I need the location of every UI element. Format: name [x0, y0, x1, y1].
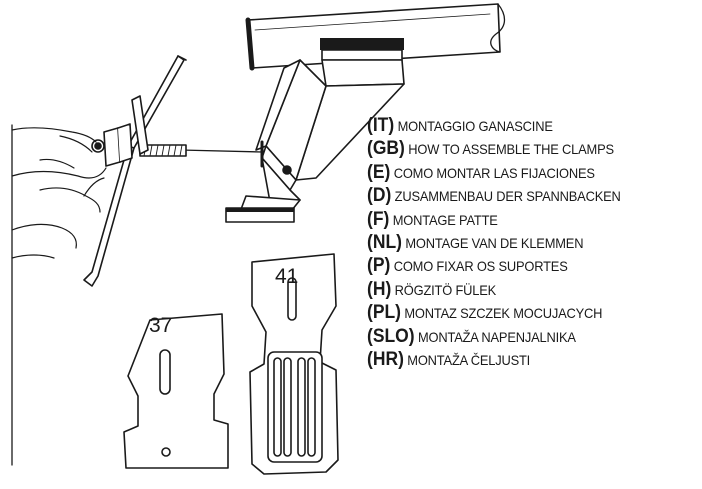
- guide-bar: [245, 3, 506, 71]
- legend-item-nl: (NL) MONTAGE VAN DE KLEMMEN: [367, 231, 675, 254]
- legend-code: (P): [367, 255, 391, 277]
- legend-text: COMO MONTAR LAS FIJACIONES: [393, 164, 595, 181]
- legend-code: (NL): [367, 231, 402, 253]
- legend-item-pl: (PL) MONTAZ SZCZEK MOCUJACYCH: [367, 301, 675, 324]
- legend-item-f: (F) MONTAGE PATTE: [367, 208, 675, 231]
- allen-key: [83, 55, 187, 287]
- legend-item-slo: (SLO) MONTAŽA NAPENJALNIKA: [367, 325, 675, 348]
- clamp-part-41: [249, 253, 339, 475]
- legend-code: (SLO): [367, 325, 415, 347]
- legend-code: (H): [367, 278, 392, 300]
- legend-text: MONTAZ SZCZEK MOCUJACYCH: [404, 305, 603, 322]
- legend-item-p: (P) COMO FIXAR OS SUPORTES: [367, 254, 675, 277]
- legend-text: HOW TO ASSEMBLE THE CLAMPS: [408, 141, 614, 158]
- legend-code: (D): [367, 185, 392, 207]
- legend-code: (PL): [367, 302, 401, 324]
- legend-text: MONTAŽA NAPENJALNIKA: [417, 328, 576, 345]
- legend-code: (IT): [367, 115, 395, 136]
- legend-code: (F): [367, 208, 390, 230]
- legend-text: COMO FIXAR OS SUPORTES: [393, 258, 568, 275]
- legend-text: ZUSAMMENBAU DER SPANNBACKEN: [394, 188, 621, 205]
- legend-text: MONTAGE PATTE: [392, 211, 498, 228]
- legend-text: MONTAGE VAN DE KLEMMEN: [405, 234, 584, 251]
- language-legend: (IT) MONTAGGIO GANASCINE (GB) HOW TO ASS…: [367, 114, 702, 371]
- legend-text: RÖGZITÖ FÜLEK: [394, 281, 497, 298]
- part-number-37: 37: [149, 314, 173, 337]
- legend-text: MONTAŽA ČELJUSTI: [407, 351, 531, 368]
- hand-outline: [11, 127, 107, 259]
- legend-item-d: (D) ZUSAMMENBAU DER SPANNBACKEN: [367, 184, 675, 207]
- part-number-41: 41: [275, 265, 299, 288]
- legend-item-h: (H) RÖGZITÖ FÜLEK: [367, 278, 675, 301]
- screw-rod: [139, 144, 263, 157]
- legend-text: MONTAGGIO GANASCINE: [397, 118, 553, 134]
- legend-item-e: (E) COMO MONTAR LAS FIJACIONES: [367, 161, 675, 184]
- legend-item-gb: (GB) HOW TO ASSEMBLE THE CLAMPS: [367, 137, 675, 160]
- clamp-plate: [91, 95, 149, 167]
- legend-code: (HR): [367, 348, 404, 370]
- legend-item-hr: (HR) MONTAŽA ČELJUSTI: [367, 348, 675, 371]
- legend-code: (GB): [367, 138, 405, 160]
- clamp-part-37: [123, 313, 229, 469]
- legend-item-it: (IT) MONTAGGIO GANASCINE: [367, 114, 675, 137]
- legend-code: (E): [367, 161, 391, 183]
- holder-body: [225, 38, 405, 223]
